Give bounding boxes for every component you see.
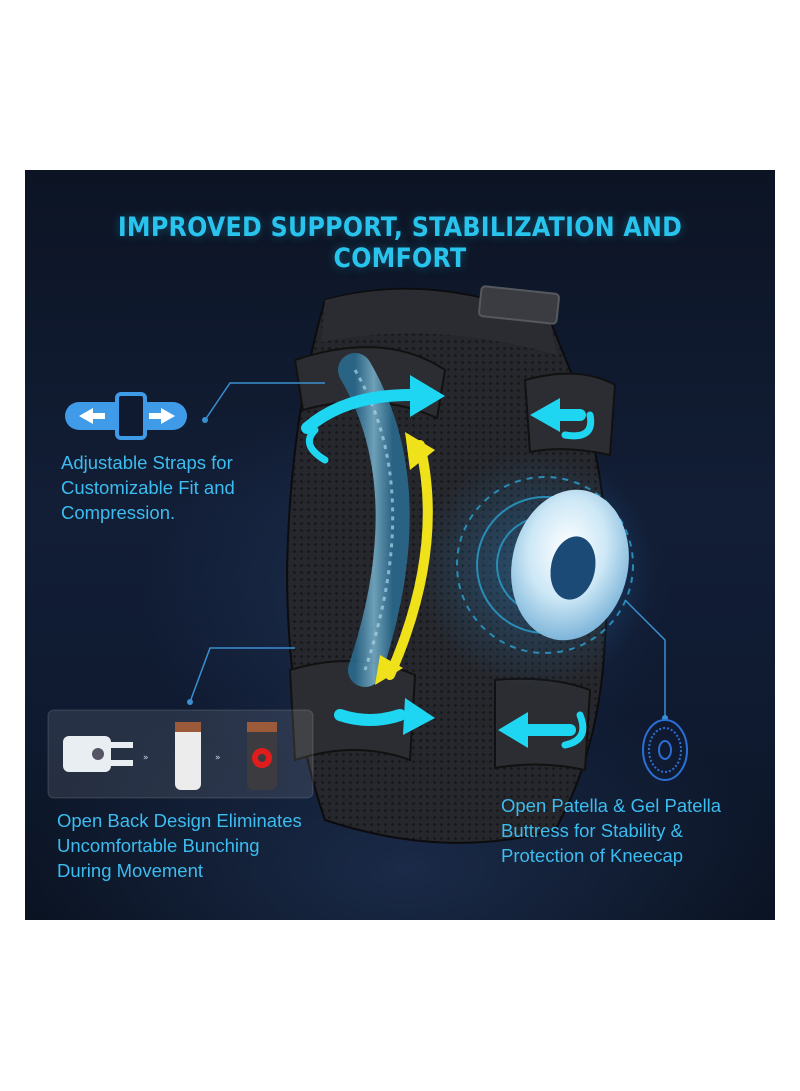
caption-line: Protection of Kneecap bbox=[501, 845, 684, 866]
feature-caption-adjustable-straps: Adjustable Straps for Customizable Fit a… bbox=[61, 450, 235, 525]
caption-line: Open Patella & Gel Patella bbox=[501, 795, 722, 816]
caption-line: Compression. bbox=[61, 502, 176, 523]
knee-brace-illustration: » » bbox=[47, 285, 688, 844]
flex-arrow-icon bbox=[375, 432, 435, 685]
caption-line: Customizable Fit and bbox=[61, 477, 235, 498]
headline: IMPROVED SUPPORT, STABILIZATION AND COMF… bbox=[117, 212, 683, 274]
feature-caption-open-patella: Open Patella & Gel Patella Buttress for … bbox=[501, 793, 721, 868]
svg-text:»: » bbox=[143, 753, 149, 763]
arrowheads bbox=[403, 375, 560, 748]
caption-line: Open Back Design Eliminates bbox=[57, 810, 302, 831]
caption-line: Uncomfortable Bunching bbox=[57, 835, 260, 856]
callout-lines bbox=[189, 382, 666, 718]
product-feature-banner: IMPROVED SUPPORT, STABILIZATION AND COMF… bbox=[25, 170, 775, 920]
strap-adjust-icon bbox=[65, 392, 187, 440]
hinge-diagram-icon: » » bbox=[47, 709, 314, 799]
caption-line: During Movement bbox=[57, 860, 204, 881]
gel-patella-pad bbox=[511, 489, 629, 641]
patella-pad-icon bbox=[642, 719, 688, 781]
svg-text:»: » bbox=[215, 753, 221, 763]
caption-line: Adjustable Straps for bbox=[61, 452, 233, 473]
feature-caption-open-back: Open Back Design Eliminates Uncomfortabl… bbox=[57, 808, 302, 883]
caption-line: Buttress for Stability & bbox=[501, 820, 683, 841]
